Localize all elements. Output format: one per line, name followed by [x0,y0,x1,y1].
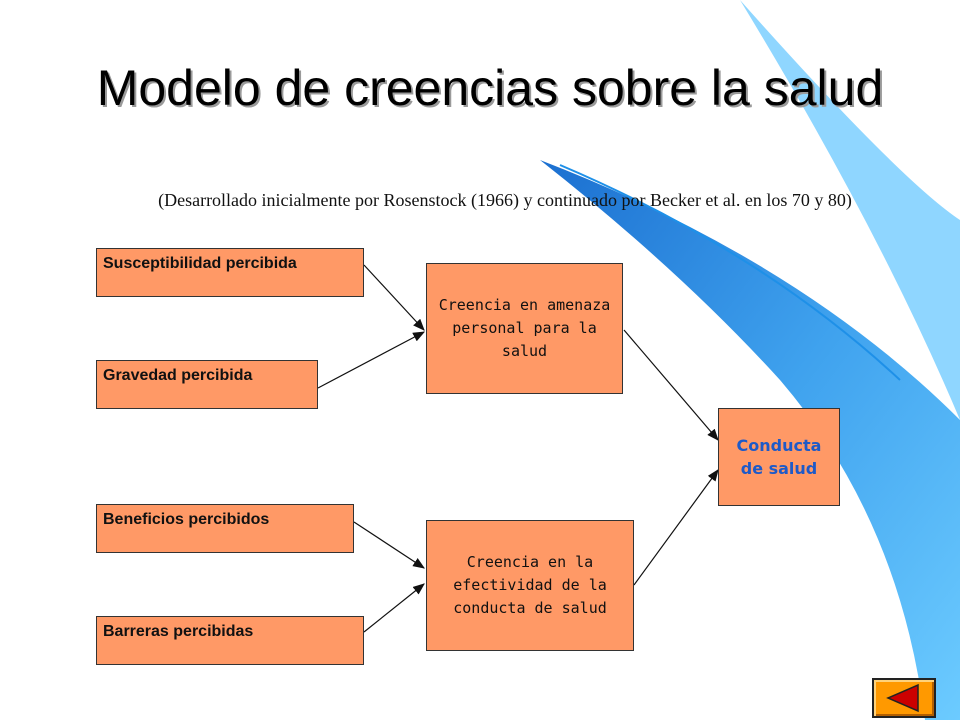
factor-susceptibilidad: Susceptibilidad percibida [96,248,364,297]
back-arrow-icon [886,683,919,713]
swoosh-thin-line [559,164,901,381]
factor-barreras: Barreras percibidas [96,616,364,665]
swoosh-shape [540,160,960,720]
factor-gravedad: Gravedad percibida [96,360,318,409]
swoosh-top-edge [740,0,960,420]
back-button[interactable] [872,678,936,718]
outcome-conducta: Conducta de salud [718,408,840,506]
belief-efectividad: Creencia en la efectividad de la conduct… [426,520,634,651]
page-subtitle: (Desarrollado inicialmente por Rosenstoc… [158,190,852,210]
factor-beneficios: Beneficios percibidos [96,504,354,553]
belief-amenaza: Creencia en amenaza personal para la sal… [426,263,623,394]
page-title: Modelo de creencias sobre la salud [96,60,884,116]
